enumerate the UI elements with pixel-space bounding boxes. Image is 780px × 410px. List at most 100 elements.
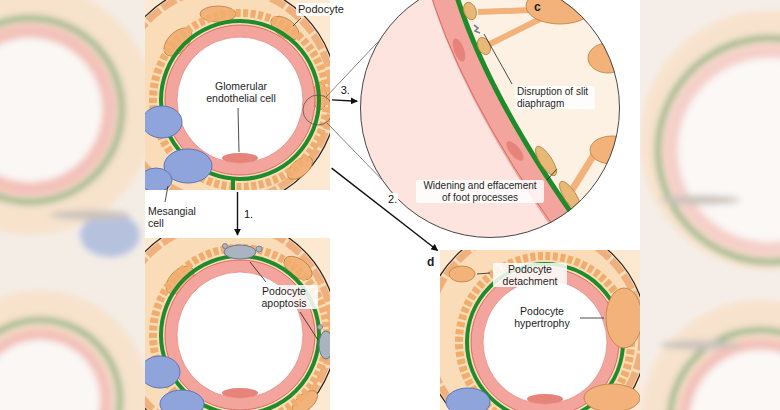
- magnified-wall: [490, 18, 542, 44]
- leader-lines: [250, 262, 266, 282]
- blurred-backdrop: [640, 10, 780, 410]
- blurred-backdrop: [0, 0, 145, 235]
- blurred-backdrop: [660, 195, 740, 205]
- magnified-wall: [474, 25, 480, 33]
- capillary-loop: [606, 288, 640, 348]
- blurred-backdrop: [640, 0, 780, 410]
- blurred-backdrop: [0, 340, 100, 410]
- magnified-wall: [342, 0, 572, 250]
- part-label: Widening and effacement of foot processe…: [416, 180, 544, 203]
- capillary-loop: [319, 331, 330, 359]
- magnified-view: cDisruption of slit diaphragmWidening an…: [360, 0, 620, 238]
- part-label: Podocyte apoptosis: [250, 285, 318, 309]
- apoptosis-panel: Podocyte apoptosis: [145, 238, 330, 410]
- magnified-wall: [342, 0, 634, 250]
- leader-lines: [477, 273, 490, 274]
- capillary-loop: [153, 13, 327, 187]
- capillary-loop: [318, 325, 323, 330]
- leader-lines: [165, 18, 301, 202]
- capillary-loop: [483, 280, 607, 404]
- blurred-backdrop: [658, 38, 780, 262]
- blurred-backdrop: [640, 300, 780, 410]
- capillary-loop: [224, 245, 256, 259]
- capillary-loop: [160, 390, 204, 410]
- part-label: Mesangial cell: [148, 205, 208, 229]
- blurred-backdrop: [660, 340, 740, 350]
- blurred-backdrop: [50, 210, 130, 220]
- magnified-wall: [342, 0, 634, 250]
- blurred-backdrop: [0, 24, 116, 196]
- blurred-backdrop: [690, 350, 780, 410]
- capillary-loop: [440, 250, 640, 410]
- magnified-wall: [484, 34, 512, 84]
- capillary-loop: [231, 178, 235, 190]
- leader-lines: [293, 18, 301, 26]
- capillary-loop: [145, 238, 330, 410]
- leader-lines: [165, 186, 168, 202]
- capillary-loop: [527, 394, 563, 404]
- capillary-loop: [145, 238, 330, 410]
- capillary-loop: [256, 246, 262, 252]
- capillary-loop: [303, 95, 330, 125]
- capillary-loop: [145, 238, 330, 410]
- blurred-backdrop: [664, 44, 780, 256]
- leader-lines: [300, 312, 318, 340]
- blurred-backdrop: [0, 0, 145, 410]
- capillary-loop: [222, 153, 258, 163]
- magnified-wall: [556, 178, 585, 213]
- part-label: Glomerular endothelial cell: [200, 80, 282, 104]
- step-arrow: [332, 100, 357, 101]
- circle-outline: [361, 0, 620, 238]
- blurred-backdrop: [640, 10, 780, 270]
- capillary-loop: [449, 266, 475, 282]
- leader-lines: [238, 108, 239, 152]
- step-arrow: [237, 192, 238, 235]
- capillary-loop: [153, 248, 327, 410]
- magnified-wall: [526, 0, 594, 24]
- panel-letter: d: [427, 256, 441, 270]
- magnified-wall: [461, 0, 478, 21]
- blurred-backdrop: [0, 290, 145, 410]
- capillary-loop: [177, 37, 303, 163]
- panel-letter: c: [534, 1, 548, 15]
- capillary-loop: [145, 356, 180, 388]
- capillary-loop: [165, 260, 315, 410]
- part-label: Podocyte detachment: [493, 263, 567, 287]
- magnified-wall: [478, 10, 532, 12]
- capillary-loop: [145, 0, 330, 190]
- capillary-loop: [440, 250, 640, 410]
- capillary-loop: [145, 106, 182, 138]
- step-number: 1.: [243, 208, 254, 220]
- capillary-loop: [145, 0, 330, 190]
- capillary-loop: [222, 388, 258, 398]
- step-number: 2.: [387, 193, 398, 205]
- magnified-wall: [532, 143, 561, 178]
- part-label: Podocyte: [296, 3, 356, 16]
- blurred-backdrop: [0, 0, 145, 410]
- capillary-loop: [446, 388, 490, 410]
- capillary-loop: [145, 238, 330, 410]
- capillary-loop: [223, 244, 228, 249]
- magnified-wall: [450, 37, 468, 63]
- capillary-panel: PodocyteGlomerular endothelial cellMesan…: [145, 0, 330, 190]
- blurred-backdrop: [0, 328, 112, 410]
- capillary-loop: [161, 256, 319, 410]
- blurred-backdrop: [0, 18, 122, 202]
- capillary-loop: [145, 0, 330, 190]
- magnified-wall: [588, 43, 628, 73]
- blurred-backdrop: [678, 58, 780, 242]
- leader-lines: [580, 318, 604, 319]
- magnified-wall: [547, 169, 557, 180]
- blurred-backdrop: [0, 320, 120, 410]
- blurred-backdrop: [0, 38, 102, 182]
- capillary-loop: [145, 0, 330, 190]
- detachment-panel: dPodocyte detachmentPodocyte hypertrophy: [440, 250, 640, 410]
- capillary-loop: [440, 250, 640, 410]
- part-label: Disruption of slit diaphragm: [515, 86, 595, 109]
- capillary-loop: [584, 384, 640, 410]
- leader-lines: [250, 262, 318, 340]
- capillary-loop: [440, 250, 640, 410]
- step-number: 3.: [340, 84, 351, 96]
- part-label: Podocyte hypertrophy: [505, 305, 579, 329]
